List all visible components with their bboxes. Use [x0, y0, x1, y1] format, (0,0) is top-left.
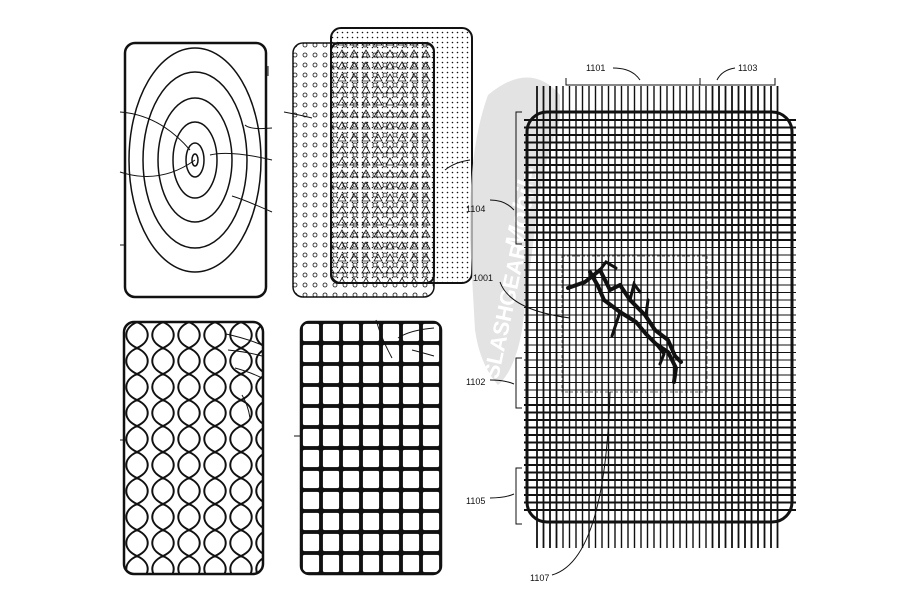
ref-label-1104: 1104 — [466, 204, 485, 214]
ref-label-1101: 1101 — [586, 63, 605, 73]
watermark: SLASHGEAR Mobile — [469, 77, 560, 385]
ref-label-1102: 1102 — [466, 377, 485, 387]
ref-label-1103: 1103 — [738, 63, 757, 73]
panel-layered-sheets — [283, 27, 473, 298]
panel-electrode-grid: 1101 1103 1104 1001 1102 1105 1107 — [466, 63, 796, 583]
panel-concentric-rings — [119, 41, 273, 299]
panel-square-grid — [294, 319, 443, 576]
ref-label-1107: 1107 — [530, 573, 549, 583]
ref-label-1105: 1105 — [466, 496, 485, 506]
panel-wavy-lattice — [120, 320, 265, 576]
ref-label-1001: 1001 — [473, 273, 493, 283]
